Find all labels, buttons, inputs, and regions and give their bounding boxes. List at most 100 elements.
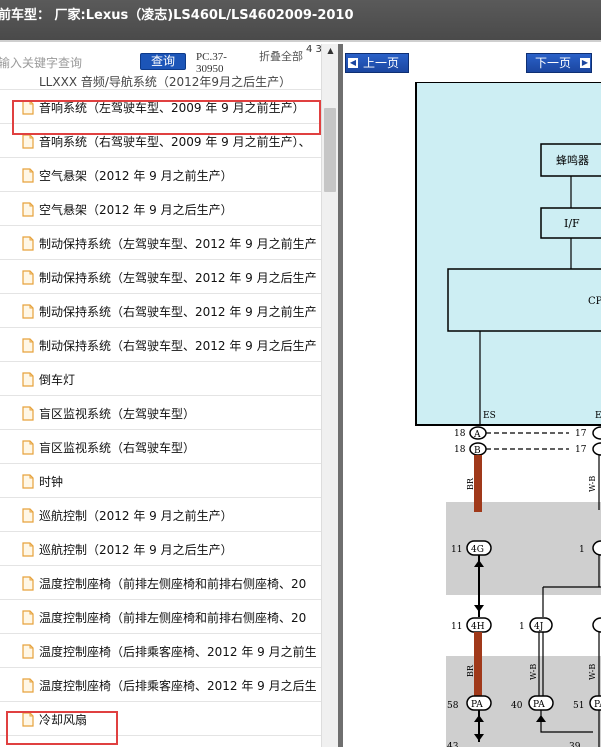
document-icon: [22, 202, 34, 217]
right-arrow-icon: ▶: [580, 58, 590, 68]
wire-br: [474, 455, 482, 512]
tree-item[interactable]: 制动保持系统（右驾驶车型、2012 年 9 月之后生产: [0, 328, 321, 362]
wire-label: BR: [466, 477, 475, 490]
tree-item-label: 音响系统（左驾驶车型、2009 年 9 月之前生产）: [39, 101, 305, 115]
document-icon: [22, 134, 34, 149]
tree-item[interactable]: 巡航控制（2012 年 9 月之前生产）: [0, 498, 321, 532]
document-icon: [22, 712, 34, 727]
tree-item[interactable]: 制动保持系统（右驾驶车型、2012 年 9 月之前生产: [0, 294, 321, 328]
tree-item-label: 制动保持系统（右驾驶车型、2012 年 9 月之前生产: [39, 305, 317, 319]
connector-pin: [589, 695, 601, 711]
tree-item[interactable]: 温度控制座椅（后排乘客座椅、2012 年 9 月之后生: [0, 668, 321, 702]
document-icon: [22, 508, 34, 523]
right-panel: ◀ 上一页 下一页 ▶ 蜂鸣器 I/F CP ES E 18: [343, 44, 601, 747]
pin-number: 1: [519, 622, 525, 632]
connector-pin: [529, 617, 553, 633]
tree-item-label: 温度控制座椅（前排左侧座椅和前排右侧座椅、20: [39, 611, 307, 625]
tree-item[interactable]: 时钟: [0, 464, 321, 498]
tree-item[interactable]: 温度控制座椅（后排乘客座椅、2012 年 9 月之前生: [0, 634, 321, 668]
pin-number: 51: [573, 701, 584, 711]
search-toolbar: 查询 PC.37-30950 折叠全部 4 3: [0, 44, 338, 82]
collapse-all-button[interactable]: 折叠全部: [259, 50, 303, 63]
document-icon: [22, 542, 34, 557]
scrollbar-thumb[interactable]: [324, 108, 336, 192]
scroll-up-icon[interactable]: ▲: [327, 46, 334, 55]
buzzer-label: 蜂鸣器: [556, 153, 589, 167]
pin-number: 43: [447, 742, 459, 747]
connector-label: 4H: [471, 622, 485, 632]
next-page-button[interactable]: 下一页 ▶: [526, 53, 592, 73]
page-number: 4 3: [306, 44, 322, 55]
tree-item-label: LLXXX 音频/导航系统（2012年9月之后生产）: [39, 75, 292, 89]
tree-item[interactable]: 空气悬架（2012 年 9 月之后生产）: [0, 192, 321, 226]
tree-item[interactable]: 巡航控制（2012 年 9 月之后生产）: [0, 532, 321, 566]
tree-item-label: 空气悬架（2012 年 9 月之前生产）: [39, 169, 233, 183]
document-icon: [22, 270, 34, 285]
wire-label: BR: [466, 664, 475, 677]
pin-number: 18: [454, 429, 466, 439]
if-box: [540, 207, 601, 239]
tree-item-label: 盲区监视系统（右驾驶车型）: [39, 441, 196, 455]
connector-label: B: [474, 446, 481, 456]
vertical-scrollbar[interactable]: ▲: [321, 44, 338, 747]
document-icon: [22, 474, 34, 489]
search-input[interactable]: [0, 52, 134, 74]
wiring-diagram-svg: 蜂鸣器 I/F CP ES E 18 A 17 18 B: [415, 81, 601, 747]
document-icon: [22, 236, 34, 251]
connector-label: A: [473, 430, 481, 440]
tree-item[interactable]: 制动保持系统（左驾驶车型、2012 年 9 月之前生产: [0, 226, 321, 260]
tree-item-partial[interactable]: LLXXX 音频/导航系统（2012年9月之后生产）: [0, 75, 321, 90]
tree-item-label: 温度控制座椅（后排乘客座椅、2012 年 9 月之前生: [39, 645, 317, 659]
pin-number: 11: [451, 545, 462, 555]
query-button[interactable]: 查询: [140, 53, 186, 70]
wire-label: W-B: [588, 476, 597, 492]
tree-item[interactable]: 温度控制座椅（前排左侧座椅和前排右侧座椅、20: [0, 566, 321, 600]
cpu-box: [447, 268, 601, 332]
pin-number: 58: [447, 701, 459, 711]
tree-item-label: 空气悬架（2012 年 9 月之后生产）: [39, 203, 233, 217]
tree-item-label: 盲区监视系统（左驾驶车型）: [39, 407, 196, 421]
connector-label: PA: [533, 700, 545, 710]
page-nav: ◀ 上一页 下一页 ▶: [343, 44, 601, 82]
tree-item-label: 制动保持系统（左驾驶车型、2012 年 9 月之前生产: [39, 237, 317, 251]
document-icon: [22, 644, 34, 659]
connector-label: PA: [471, 700, 483, 710]
tree-item[interactable]: 冷却风扇: [0, 702, 321, 736]
wire-label: W-B: [588, 664, 597, 680]
left-panel: 查询 PC.37-30950 折叠全部 4 3 LLXXX 音频/导航系统（20…: [0, 44, 338, 747]
ecu-block: [415, 81, 601, 426]
tree-item[interactable]: 温度控制座椅（前排左侧座椅和前排右侧座椅、20: [0, 600, 321, 634]
tree-item[interactable]: 音响系统（右驾驶车型、2009 年 9 月之前生产）、: [0, 124, 321, 158]
tree-item[interactable]: 制动保持系统（左驾驶车型、2012 年 9 月之后生产: [0, 260, 321, 294]
pane-divider[interactable]: [338, 44, 343, 747]
wire-br: [474, 632, 482, 696]
document-icon: [22, 678, 34, 693]
tree-item[interactable]: 倒车灯: [0, 362, 321, 396]
tree-item-label: 冷却风扇: [39, 713, 88, 727]
tree-item-label: 倒车灯: [39, 373, 76, 387]
connector-label: PA: [594, 700, 601, 710]
tree-item-label: 制动保持系统（左驾驶车型、2012 年 9 月之后生产: [39, 271, 317, 285]
highlight-box: [12, 100, 321, 135]
tree-item[interactable]: 盲区监视系统（左驾驶车型）: [0, 396, 321, 430]
pin-number: 17: [575, 445, 587, 455]
title-bar: 前车型： 厂家:Lexus（凌志)LS460L/LS4602009-2010: [0, 0, 601, 42]
wiring-diagram[interactable]: 蜂鸣器 I/F CP ES E 18 A 17 18 B: [343, 81, 601, 747]
connector-label: 4J: [534, 622, 544, 632]
cpu-label: CP: [588, 296, 601, 307]
tree-item-label: 温度控制座椅（前排左侧座椅和前排右侧座椅、20: [39, 577, 307, 591]
pin-number: 17: [575, 429, 587, 439]
prev-page-button[interactable]: ◀ 上一页: [345, 53, 409, 73]
pin-number: 39: [569, 742, 581, 747]
document-icon: [22, 610, 34, 625]
tree-item[interactable]: 盲区监视系统（右驾驶车型）: [0, 430, 321, 464]
window-title: 前车型： 厂家:Lexus（凌志)LS460L/LS4602009-2010: [0, 8, 354, 23]
tree-item-label: 温度控制座椅（后排乘客座椅、2012 年 9 月之后生: [39, 679, 317, 693]
document-icon: [22, 576, 34, 591]
tree-item[interactable]: 空气悬架（2012 年 9 月之前生产）: [0, 158, 321, 192]
connector-label: 4G: [471, 545, 484, 555]
pin-number: 18: [454, 445, 466, 455]
document-icon: [22, 168, 34, 183]
tree-item-label: 制动保持系统（右驾驶车型、2012 年 9 月之后生产: [39, 339, 317, 353]
left-arrow-icon: ◀: [348, 58, 358, 68]
